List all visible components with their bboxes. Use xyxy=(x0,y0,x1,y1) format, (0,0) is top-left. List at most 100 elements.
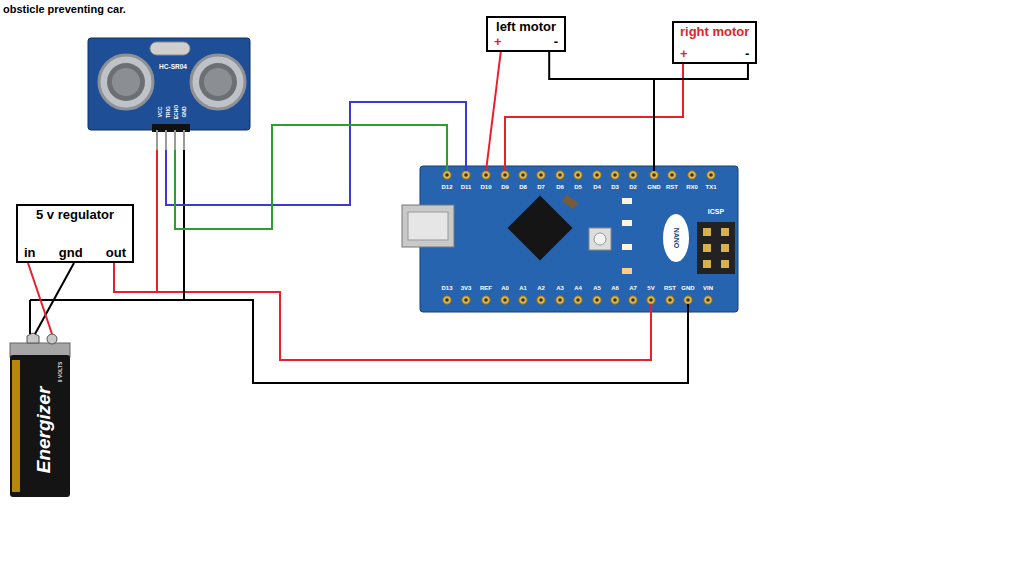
text-row: +- xyxy=(494,34,558,49)
pin-label: D8 xyxy=(519,184,527,190)
pin-label: ECHO xyxy=(174,105,179,119)
arduino-nano-board xyxy=(556,171,564,179)
arduino-nano-board xyxy=(611,296,619,304)
nine-volt-battery xyxy=(10,333,70,497)
pin-label: D2 xyxy=(629,184,637,190)
nine-volt-battery xyxy=(27,333,39,343)
pin-label: D9 xyxy=(501,184,509,190)
arduino-nano-board xyxy=(647,296,655,304)
ultrasonic-sensor xyxy=(112,68,140,96)
pin-label: A1 xyxy=(519,285,527,291)
wires xyxy=(29,300,31,334)
arduino-nano-board xyxy=(721,228,729,236)
arduino-nano-board xyxy=(721,260,729,268)
pin-label: GND xyxy=(182,106,187,117)
arduino-nano-board xyxy=(611,171,619,179)
diagram-title: obsticle preventing car. xyxy=(3,3,126,15)
arduino-nano-board xyxy=(666,296,674,304)
nine-volt-battery xyxy=(47,334,57,344)
terminal-label: - xyxy=(745,46,749,61)
pin-label: D5 xyxy=(574,184,582,190)
pin-label: RST xyxy=(666,184,678,190)
ultrasonic-sensor xyxy=(204,68,232,96)
nine-volt-battery xyxy=(10,343,70,357)
arduino-nano-board xyxy=(589,228,611,250)
ultrasonic-sensor xyxy=(99,55,153,109)
pin-label: D11 xyxy=(461,184,472,190)
arduino-nano-board xyxy=(562,195,578,210)
ultrasonic-sensor xyxy=(165,130,167,150)
arduino-nano-board xyxy=(443,296,451,304)
arduino-nano-board xyxy=(408,212,448,240)
pin-label: 5V xyxy=(647,285,654,291)
wires xyxy=(486,50,501,171)
arduino-nano-board xyxy=(519,171,527,179)
terminal-label: + xyxy=(494,34,502,49)
pin-label: D10 xyxy=(480,184,491,190)
wires xyxy=(505,64,683,171)
arduino-nano-board xyxy=(650,171,658,179)
brand-name: Energizer xyxy=(34,387,53,474)
arduino-nano-board xyxy=(629,171,637,179)
ultrasonic-sensor xyxy=(150,42,190,55)
arduino-nano-board xyxy=(420,166,738,312)
pin-label: A7 xyxy=(629,285,637,291)
wires xyxy=(166,102,466,205)
pin-label: A0 xyxy=(501,285,509,291)
motor-box: left motor+- xyxy=(486,16,566,52)
arduino-nano-board xyxy=(684,296,692,304)
arduino-nano-board xyxy=(594,233,606,245)
wires xyxy=(183,150,185,300)
pin-label: 3V3 xyxy=(461,285,472,291)
arduino-nano-board xyxy=(622,198,632,204)
pin-label: A6 xyxy=(611,285,619,291)
arduino-nano-board xyxy=(507,195,572,260)
pin-label: GND xyxy=(647,184,660,190)
arduino-nano-board xyxy=(622,244,632,250)
pin-label: TX1 xyxy=(705,184,716,190)
ultrasonic-sensor xyxy=(88,38,250,130)
wires xyxy=(156,150,158,292)
arduino-nano-board xyxy=(593,296,601,304)
board-name: NANO xyxy=(673,228,680,249)
pin-label: RST xyxy=(664,285,676,291)
arduino-nano-board xyxy=(574,296,582,304)
nine-volt-battery xyxy=(10,355,70,497)
arduino-nano-board xyxy=(668,171,676,179)
arduino-nano-board xyxy=(537,171,545,179)
arduino-nano-board xyxy=(402,205,454,247)
arduino-nano-board xyxy=(556,296,564,304)
ultrasonic-sensor xyxy=(156,130,158,150)
terminal-label: in xyxy=(24,245,36,260)
pin-label: D7 xyxy=(537,184,545,190)
ultrasonic-sensor xyxy=(174,130,176,150)
arduino-nano-board xyxy=(688,171,696,179)
ultrasonic-sensor xyxy=(88,38,250,150)
pin-label: GND xyxy=(681,285,694,291)
regulator-box: 5 v regulatoringndout xyxy=(16,204,134,263)
box-title: right motor xyxy=(680,24,749,39)
arduino-nano-board xyxy=(707,171,715,179)
pin-label: A4 xyxy=(574,285,582,291)
arduino-nano-board xyxy=(402,166,738,312)
terminal-label: gnd xyxy=(59,245,83,260)
ultrasonic-sensor xyxy=(191,55,245,109)
pin-label: D13 xyxy=(441,285,452,291)
wires xyxy=(175,125,447,229)
ultrasonic-sensor xyxy=(183,130,185,150)
arduino-nano-board xyxy=(482,296,490,304)
wires xyxy=(30,300,688,383)
box-title: 5 v regulator xyxy=(36,207,114,222)
pin-label: D6 xyxy=(556,184,564,190)
arduino-nano-board xyxy=(519,296,527,304)
arduino-nano-board xyxy=(622,268,632,274)
arduino-nano-board xyxy=(663,214,689,262)
arduino-nano-board xyxy=(703,260,711,268)
pin-label: A3 xyxy=(556,285,564,291)
arduino-nano-board xyxy=(697,222,735,274)
text-row: 5 v regulator xyxy=(24,207,126,222)
arduino-nano-board xyxy=(537,296,545,304)
